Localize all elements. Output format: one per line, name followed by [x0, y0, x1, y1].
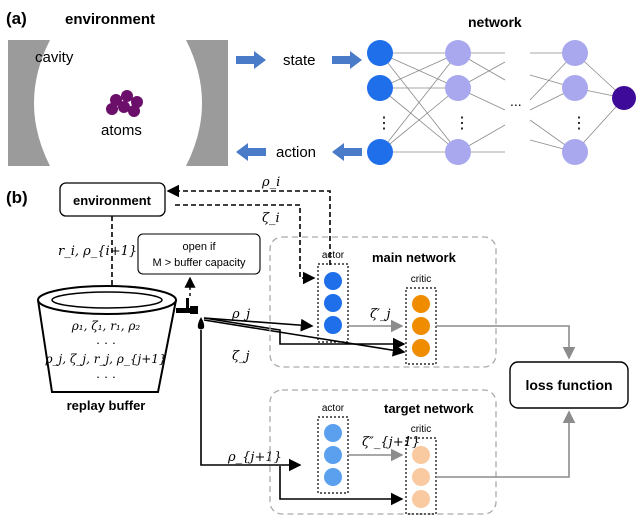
actor-target-neuron — [324, 424, 342, 442]
open-if-line2: M > buffer capacity — [152, 257, 246, 269]
hidden-neuron — [445, 139, 471, 165]
open-if-box — [137, 233, 261, 275]
rho-j-arrow — [203, 317, 314, 332]
critic-target-label: critic — [411, 424, 432, 435]
input-neuron — [367, 139, 393, 165]
state-arrow-right — [332, 51, 362, 69]
actor-main-label: actor — [322, 250, 345, 261]
buffer-row2: ρ_j, ζ_j, r_j, ρ_{j+1} — [44, 352, 166, 366]
critic-target-neuron — [412, 446, 430, 464]
actor-main-box — [317, 263, 349, 343]
critic-target-neuron — [412, 468, 430, 486]
hidden2-ellipsis-v: ⋮ — [571, 115, 587, 132]
critic-main-neuron — [412, 317, 430, 335]
zeta-i-dashed-arrow — [175, 204, 316, 285]
main-network-box — [269, 236, 497, 368]
faucet-icon — [176, 298, 205, 330]
atoms-label: atoms — [101, 122, 142, 139]
input-neuron — [367, 75, 393, 101]
environment-box-label: environment — [73, 193, 152, 208]
critic-main-label: critic — [411, 274, 432, 285]
rho-i-label: ρ_i — [261, 175, 280, 190]
input-ellipsis-v: ⋮ — [376, 115, 392, 132]
main-network-label: main network — [372, 250, 457, 265]
actor-main-neuron — [324, 272, 342, 290]
cavity-mirror-left — [8, 40, 50, 166]
r-rho-label: r_i, ρ_{i+1} — [58, 244, 137, 259]
atoms-cluster — [106, 90, 143, 117]
cavity-mirror-right — [186, 40, 228, 166]
critic-target-to-loss-arrow — [436, 410, 576, 478]
output-neuron — [612, 86, 636, 110]
rho-j1-arrow — [200, 330, 302, 472]
zeta-j1-dprime-label: ζ″_{j+1} — [362, 435, 420, 450]
network-connections — [379, 52, 625, 153]
input-neuron — [367, 40, 393, 66]
critic-target-box — [405, 437, 437, 515]
action-arrow-right — [332, 143, 362, 161]
zeta-j-label: ζ_j — [232, 349, 250, 364]
action-label: action — [276, 144, 316, 161]
zeta-j-arrow — [203, 319, 406, 357]
actor-main-neuron — [324, 294, 342, 312]
hidden-neuron — [562, 75, 588, 101]
state-label: state — [283, 52, 316, 69]
critic-main-to-loss-arrow — [436, 325, 576, 360]
buffer-dots-2: · · · — [96, 369, 116, 384]
rho-j1-label: ρ_{j+1} — [227, 450, 282, 465]
actor-main-neuron — [324, 316, 342, 334]
open-if-line1: open if — [182, 241, 216, 253]
zeta-i-label: ζ_i — [262, 211, 280, 226]
hidden-ellipsis-v: ⋮ — [454, 115, 470, 132]
target-network-box — [269, 389, 497, 515]
network-ellipsis-h: ... — [510, 93, 522, 109]
rho-j-label: ρ_j — [231, 307, 250, 322]
hidden-neuron — [445, 40, 471, 66]
actor-target-label: actor — [322, 403, 345, 414]
panel-a-label: (a) — [6, 9, 27, 28]
rho-i-dashed-arrow — [166, 184, 331, 265]
hidden-neuron — [562, 40, 588, 66]
loss-function-box — [509, 361, 629, 409]
loss-function-label: loss function — [525, 377, 612, 393]
buffer-row1: ρ₁, ζ₁, r₁, ρ₂ — [71, 319, 141, 333]
zeta-j-prime-label: ζ′_j — [370, 307, 391, 322]
environment-title: environment — [65, 11, 155, 28]
hidden-neuron — [562, 139, 588, 165]
rho-j-critic-arrow — [203, 317, 406, 351]
rho-j1-critic-arrow — [279, 466, 404, 506]
target-network-label: target network — [384, 401, 474, 416]
state-arrow-left — [236, 51, 266, 69]
critic-target-neuron — [412, 490, 430, 508]
cavity-label: cavity — [35, 49, 74, 66]
critic-main-neuron — [412, 295, 430, 313]
hidden-neuron — [445, 75, 471, 101]
critic-main-neuron — [412, 339, 430, 357]
network-title: network — [468, 14, 522, 30]
actor-target-neuron — [324, 446, 342, 464]
action-arrow-left — [236, 143, 266, 161]
actor-target-neuron — [324, 468, 342, 486]
buffer-dots-1: · · · — [96, 335, 116, 350]
replay-buffer-bucket — [37, 285, 177, 393]
panel-b-label: (b) — [6, 188, 28, 207]
replay-buffer-label: replay buffer — [67, 398, 146, 413]
